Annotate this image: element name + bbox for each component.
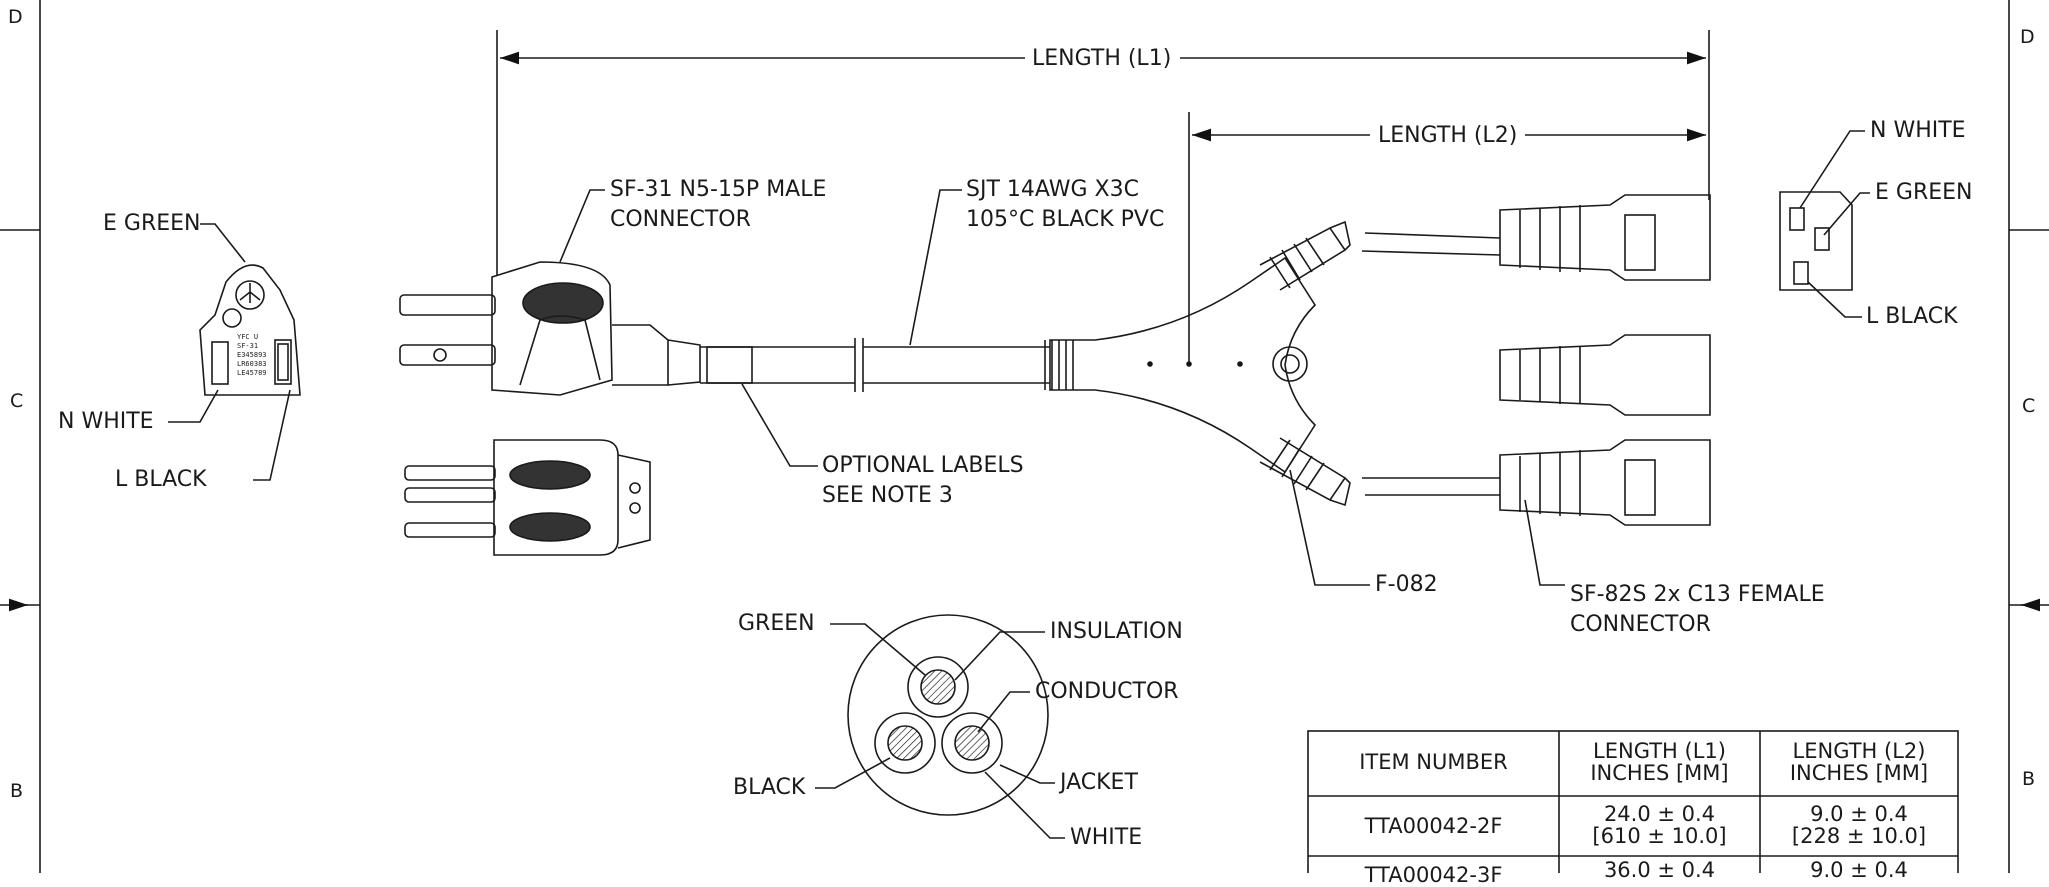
- zone-label-d-left: D: [8, 6, 23, 28]
- male-plug-side-view: [399, 261, 701, 396]
- main-cable: [700, 338, 1050, 392]
- receptacle-face: [1779, 191, 1853, 291]
- cross-section-insulation-label: INSULATION: [1050, 619, 1183, 644]
- optional-labels-label-1: OPTIONAL LABELS: [822, 453, 1024, 478]
- cross-section-jacket-label: JACKET: [1060, 770, 1138, 795]
- zone-label-b-left: B: [10, 780, 24, 802]
- plug-face-white-label: N WHITE: [58, 409, 154, 434]
- table-cell-text: TTA00042-2F: [1364, 814, 1503, 838]
- male-connector-label-2: CONNECTOR: [610, 207, 751, 232]
- zone-label-d-right: D: [2020, 26, 2035, 48]
- table-header-text: ITEM NUMBER: [1359, 750, 1508, 774]
- table-cell-item: TTA00042-2F: [1308, 815, 1559, 837]
- plug-face-marking: SF-31: [237, 342, 259, 350]
- table-header-l2: LENGTH (L2) INCHES [MM]: [1760, 740, 1958, 784]
- cross-section-black-label: BLACK: [733, 775, 806, 800]
- female-connector-label-2: CONNECTOR: [1570, 612, 1711, 637]
- table-cell-l1: 24.0 ± 0.4 [610 ± 10.0]: [1559, 803, 1760, 847]
- table-cell-subtext: [610 ± 10.0]: [1592, 824, 1727, 848]
- table-cell-subtext: [228 ± 10.0]: [1791, 824, 1927, 848]
- table-cell-l2: 9.0 ± 0.4: [1760, 859, 1958, 881]
- dimension-label-l2: LENGTH (L2): [1378, 121, 1518, 151]
- dimension-l2: [1188, 112, 1706, 365]
- c13-connectors: [1499, 194, 1711, 526]
- receptacle-black-label: L BLACK: [1866, 304, 1958, 329]
- table-header-item: ITEM NUMBER: [1308, 751, 1559, 773]
- splitter-body: [1044, 220, 1351, 507]
- plug-face-marking: LE45789: [237, 369, 267, 377]
- table-cell-text: 36.0 ± 0.4: [1603, 858, 1716, 882]
- cable-spec-label-2: 105°C BLACK PVC: [966, 207, 1165, 232]
- table-header-l1: LENGTH (L1) INCHES [MM]: [1559, 740, 1760, 784]
- table-header-text: LENGTH (L1): [1593, 739, 1726, 763]
- receptacle-white-label: N WHITE: [1870, 118, 1966, 143]
- table-cell-l1: 36.0 ± 0.4: [1559, 859, 1760, 881]
- plug-face-marking: E345893: [237, 351, 267, 359]
- cable-cross-section: [847, 614, 1049, 816]
- cable-spec-label-1: SJT 14AWG X3C: [966, 177, 1139, 202]
- female-connector-label-1: SF-82S 2x C13 FEMALE: [1570, 582, 1825, 607]
- splitter-label: F-082: [1375, 572, 1438, 597]
- zone-label-c-left: C: [10, 390, 24, 412]
- plug-face-marking: YFC U: [237, 333, 259, 341]
- male-connector-label-1: SF-31 N5-15P MALE: [610, 177, 827, 202]
- receptacle-green-label: E GREEN: [1875, 180, 1973, 205]
- plug-face-green-label: E GREEN: [103, 211, 201, 236]
- table-header-text: LENGTH (L2): [1792, 739, 1926, 763]
- table-cell-text: TTA00042-3F: [1364, 863, 1503, 887]
- length-table: [1307, 730, 1959, 873]
- table-cell-item: TTA00042-3F: [1308, 864, 1559, 886]
- cross-section-white-label: WHITE: [1070, 825, 1143, 850]
- plug-face-marking: LR60383: [237, 360, 267, 368]
- plug-face-markings: YFC U SF-31 E345893 LR60383 LE45789: [237, 333, 267, 378]
- optional-labels-label-2: SEE NOTE 3: [822, 483, 953, 508]
- cross-section-conductor-label: CONDUCTOR: [1035, 679, 1179, 704]
- table-cell-text: 9.0 ± 0.4: [1810, 858, 1908, 882]
- cross-section-green-label: GREEN: [738, 611, 815, 636]
- zone-label-b-right: B: [2022, 768, 2036, 790]
- plug-face-black-label: L BLACK: [115, 467, 207, 492]
- dimension-l1: [496, 30, 1710, 275]
- plug-face-view: [199, 264, 301, 396]
- branch-cables: [1361, 232, 1501, 496]
- table-cell-text: 24.0 ± 0.4: [1603, 802, 1716, 826]
- leader-lines: [168, 130, 1870, 839]
- table-cell-l2: 9.0 ± 0.4 [228 ± 10.0]: [1760, 803, 1958, 847]
- male-plug-bottom-view: [404, 439, 651, 556]
- dimension-label-l1: LENGTH (L1): [1032, 44, 1172, 74]
- table-header-subtext: INCHES [MM]: [1789, 761, 1929, 785]
- zone-label-c-right: C: [2022, 395, 2036, 417]
- table-header-subtext: INCHES [MM]: [1590, 761, 1729, 785]
- table-cell-text: 9.0 ± 0.4: [1810, 802, 1908, 826]
